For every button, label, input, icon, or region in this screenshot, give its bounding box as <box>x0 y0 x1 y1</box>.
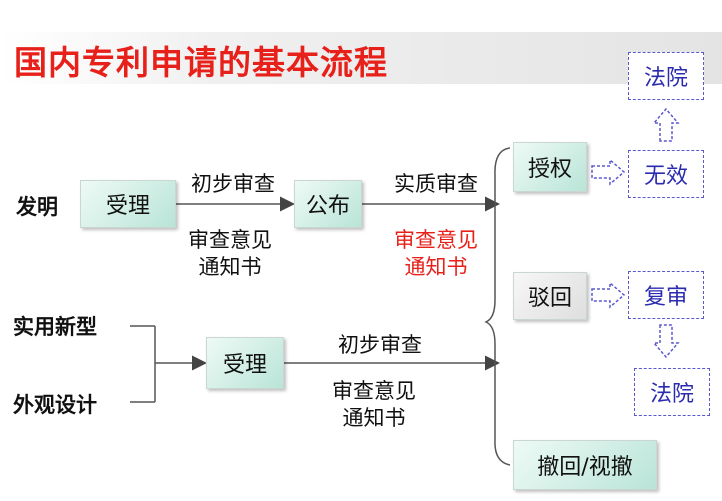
title-banner <box>0 32 722 84</box>
label-utility-model: 实用新型 <box>13 315 97 339</box>
box-accept-invention: 受理 <box>80 180 176 228</box>
box-court-top: 法院 <box>628 52 704 100</box>
arrow-review-court <box>652 324 680 359</box>
arrow-reject-review <box>591 281 626 309</box>
box-accept-utility-design: 受理 <box>206 337 284 389</box>
label-office-action-mid-1: 审查意见 <box>394 228 478 252</box>
label-prelim-exam-top: 初步审查 <box>191 172 275 196</box>
box-reject: 驳回 <box>513 272 587 320</box>
arrow-invalid-court <box>652 107 680 142</box>
label-office-action-top-1: 审查意见 <box>188 228 272 252</box>
label-invention: 发明 <box>16 195 58 219</box>
label-prelim-exam-bottom: 初步审查 <box>338 333 422 357</box>
box-withdraw: 撤回/视撤 <box>513 440 657 490</box>
outcome-brace <box>484 147 511 466</box>
box-invalid: 无效 <box>628 150 704 198</box>
arrow-grant-invalid <box>591 158 626 186</box>
page-title: 国内专利申请的基本流程 <box>14 43 388 82</box>
label-design: 外观设计 <box>13 393 97 417</box>
box-review: 复审 <box>628 271 704 319</box>
box-grant: 授权 <box>513 142 587 192</box>
label-office-action-top-2: 通知书 <box>198 255 262 279</box>
label-office-action-bot-1: 审查意见 <box>332 379 416 403</box>
label-office-action-mid-2: 通知书 <box>404 255 468 279</box>
box-publish: 公布 <box>294 180 362 228</box>
label-office-action-bot-2: 通知书 <box>342 406 406 430</box>
label-substantive-exam: 实质审查 <box>394 172 478 196</box>
box-court-bottom: 法院 <box>634 368 710 416</box>
